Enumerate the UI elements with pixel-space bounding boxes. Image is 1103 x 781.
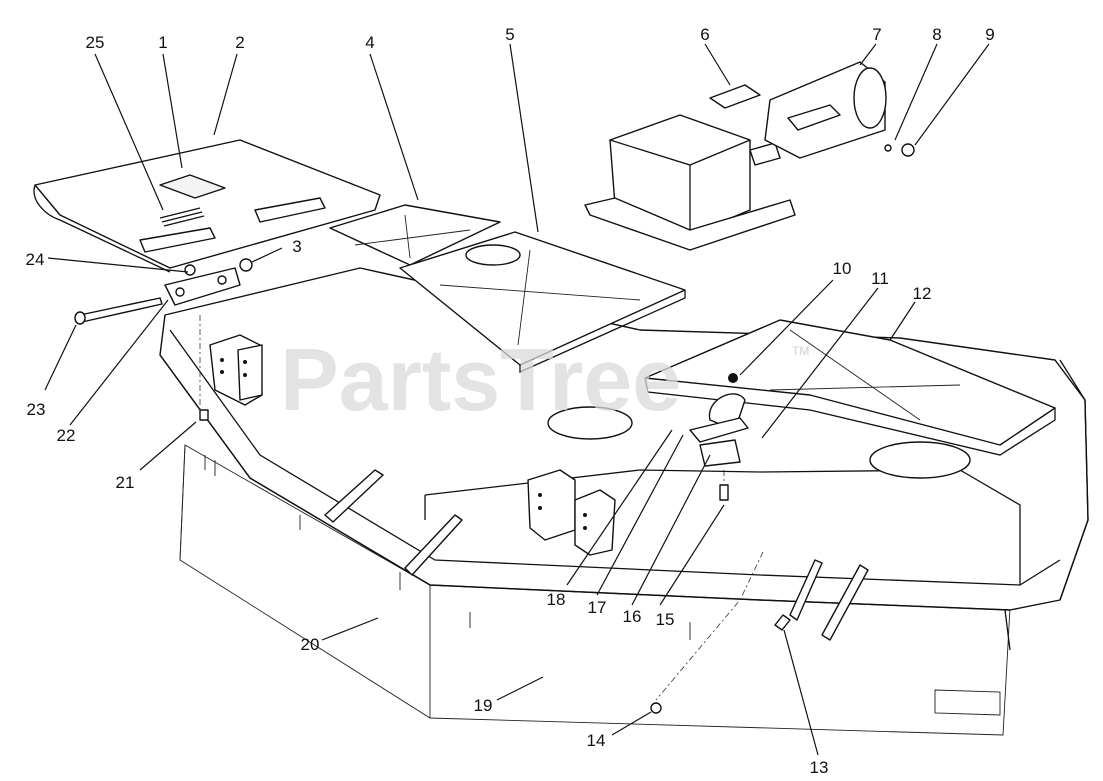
callout-10: 10 [833, 259, 852, 278]
callout-8: 8 [932, 25, 941, 44]
callout-20: 20 [301, 635, 320, 654]
callout-15: 15 [656, 610, 675, 629]
callout-25: 25 [86, 33, 105, 52]
callout-9: 9 [985, 25, 994, 44]
watermark-text: PartsTree [280, 330, 681, 429]
callout-1: 1 [158, 33, 167, 52]
gearbox [584, 114, 796, 251]
callout-22: 22 [57, 426, 76, 445]
callout-21: 21 [116, 473, 135, 492]
callout-18: 18 [547, 590, 566, 609]
callout-13: 13 [810, 758, 829, 777]
gauge-wheel-arms [324, 469, 869, 641]
mounting-plate-upper [329, 204, 501, 266]
deck-brackets-center [527, 469, 616, 556]
small-hardware [199, 409, 791, 714]
callout-2: 2 [235, 33, 244, 52]
belt-cover-right [644, 319, 1056, 456]
belt-cover-left [33, 139, 381, 273]
callout-3: 3 [292, 237, 301, 256]
callout-17: 17 [588, 598, 607, 617]
callout-19: 19 [474, 696, 493, 715]
callout-12: 12 [913, 284, 932, 303]
callout-11: 11 [871, 269, 889, 288]
callout-23: 23 [27, 400, 46, 419]
callout-4: 4 [365, 33, 374, 52]
leader-lines [44, 43, 990, 756]
bolt [74, 297, 163, 325]
callout-7: 7 [872, 25, 881, 44]
callout-16: 16 [623, 607, 642, 626]
callout-6: 6 [700, 25, 709, 44]
callout-24: 24 [26, 250, 45, 269]
mounting-plate-main [399, 231, 686, 374]
watermark-trademark: TM [792, 344, 809, 358]
callout-5: 5 [505, 25, 514, 44]
spindle-clip [689, 373, 749, 467]
deck-brackets-left [209, 334, 263, 406]
callout-14: 14 [587, 731, 606, 750]
hinge-bracket [164, 258, 253, 306]
idler-pulley-assembly [709, 61, 915, 159]
callout-labels: 25 1 2 4 5 6 7 8 9 3 24 23 22 21 10 11 1… [26, 25, 995, 777]
